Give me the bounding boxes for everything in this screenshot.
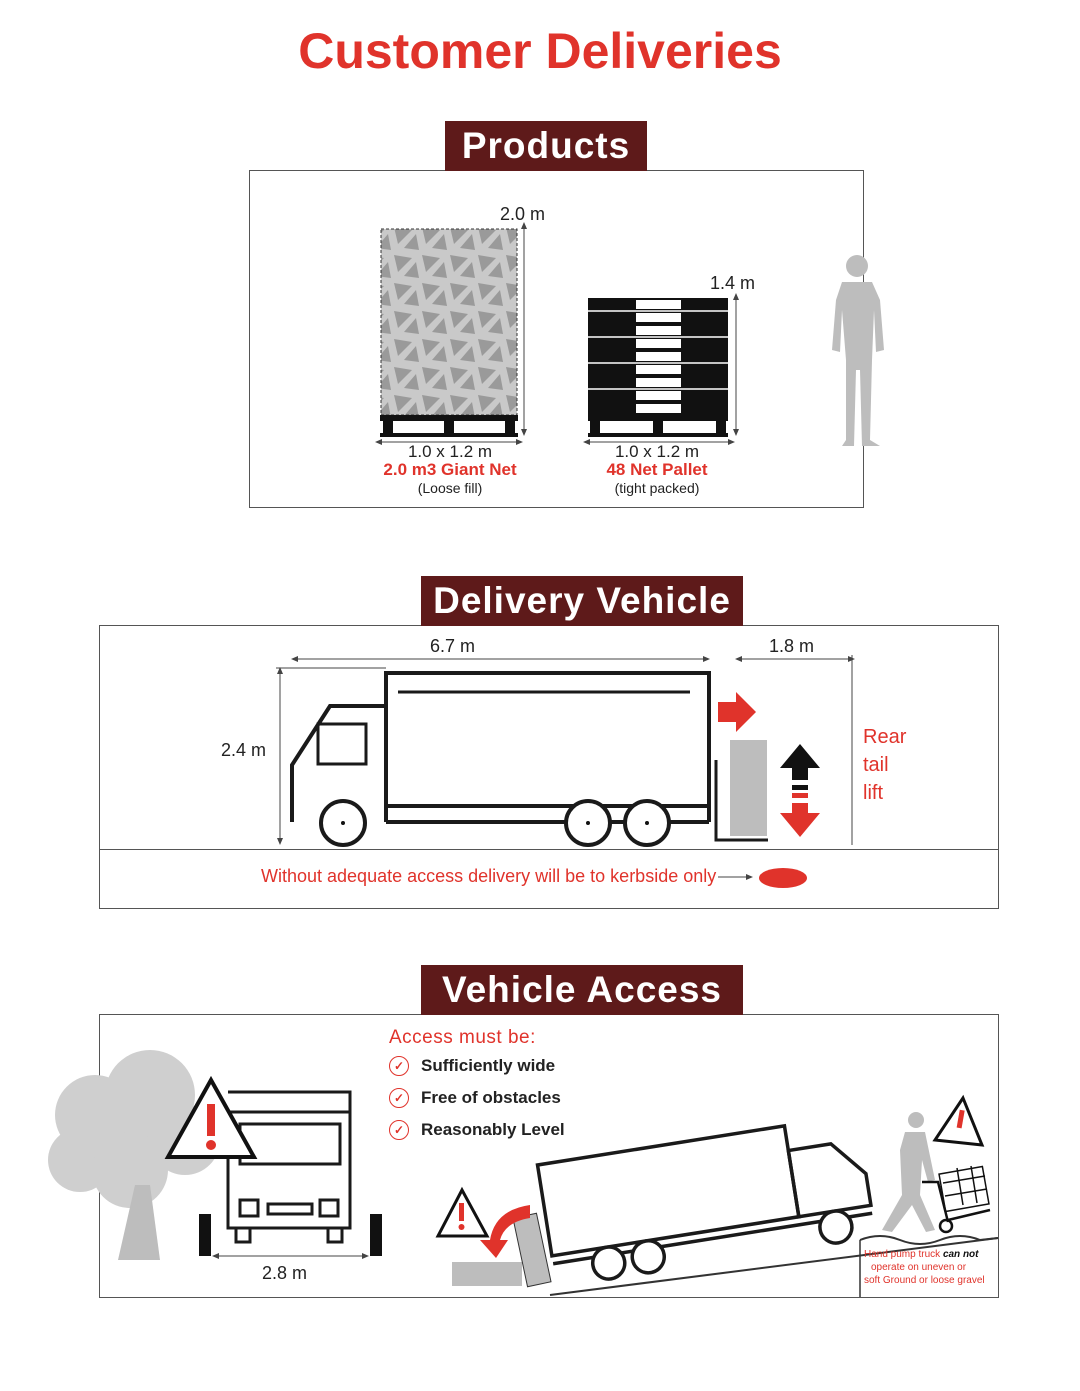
arrow-down-icon xyxy=(780,803,820,837)
giant-net-size: 1.0 x 1.2 m xyxy=(407,442,493,461)
page-title: Customer Deliveries xyxy=(298,23,782,79)
products-header: Products xyxy=(445,121,647,171)
check-icon: ✓ xyxy=(389,1120,409,1140)
giant-net-name: 2.0 m3 Giant Net xyxy=(383,460,517,479)
note-line: operate on uneven or xyxy=(871,1262,967,1273)
vehicle-header: Delivery Vehicle xyxy=(421,576,743,626)
note-line: soft Ground or loose gravel xyxy=(864,1275,985,1286)
truck-front-icon xyxy=(226,1090,352,1244)
hand-pump-truck-icon xyxy=(922,1165,991,1234)
net-pallet-name: 48 Net Pallet xyxy=(606,460,708,479)
giant-net-bag-icon xyxy=(375,222,527,445)
net-pallet-note: (tight packed) xyxy=(614,480,700,496)
warning-icon-small xyxy=(435,1186,490,1238)
requirement-item: ✓ Sufficiently wide xyxy=(389,1056,565,1076)
lift-length: 1.8 m xyxy=(769,636,815,656)
hand-pump-note: Hand pump truck can not operate on uneve… xyxy=(864,1248,1000,1287)
net-pallet-icon xyxy=(583,293,739,445)
warning-icon xyxy=(164,1075,258,1159)
requirement-text: Sufficiently wide xyxy=(421,1056,556,1075)
rear-tail-lift-label: Rear tail lift xyxy=(863,723,906,807)
arrow-right-icon xyxy=(718,692,756,732)
net-pallet-height: 1.4 m xyxy=(710,273,756,293)
note-emphasis: can not xyxy=(942,1249,979,1260)
lift-label-line: Rear xyxy=(863,726,907,748)
lift-label-line: lift xyxy=(863,782,883,804)
requirement-item: ✓ Reasonably Level xyxy=(389,1120,565,1140)
truck-height: 2.4 m xyxy=(221,740,267,760)
check-icon: ✓ xyxy=(389,1088,409,1108)
curved-arrow-icon xyxy=(480,1205,530,1258)
check-icon: ✓ xyxy=(389,1056,409,1076)
giant-net-label: 1.0 x 1.2 m 2.0 m3 Giant Net (Loose fill… xyxy=(360,443,540,497)
access-header: Vehicle Access xyxy=(421,965,743,1015)
requirement-text: Free of obstacles xyxy=(421,1088,561,1107)
access-intro: Access must be: xyxy=(389,1027,536,1048)
ground-line xyxy=(99,849,999,850)
lift-label-line: tail xyxy=(863,754,889,776)
truck-length: 6.7 m xyxy=(430,636,476,656)
kerbside-note: Without adequate access delivery will be… xyxy=(261,866,717,886)
net-pallet-label: 1.0 x 1.2 m 48 Net Pallet (tight packed) xyxy=(567,443,747,497)
net-pallet-size: 1.0 x 1.2 m xyxy=(614,442,700,461)
giant-net-note: (Loose fill) xyxy=(417,480,483,496)
arrow-up-icon xyxy=(780,744,820,780)
kerbside-marker xyxy=(759,868,807,888)
truck-icon xyxy=(290,671,768,847)
requirement-text: Reasonably Level xyxy=(421,1120,565,1139)
note-prefix: Hand pump truck xyxy=(864,1249,941,1260)
warning-icon-right xyxy=(932,1094,985,1147)
sloped-truck-icon xyxy=(535,1123,873,1281)
requirements-list: ✓ Sufficiently wide ✓ Free of obstacles ✓ R… xyxy=(389,1056,565,1140)
worker-silhouette-icon xyxy=(882,1112,935,1232)
tail-lift-load xyxy=(730,740,767,836)
requirement-item: ✓ Free of obstacles xyxy=(389,1088,565,1108)
access-width: 2.8 m xyxy=(262,1263,308,1283)
person-silhouette-icon xyxy=(832,255,884,446)
giant-net-height: 2.0 m xyxy=(500,204,546,224)
